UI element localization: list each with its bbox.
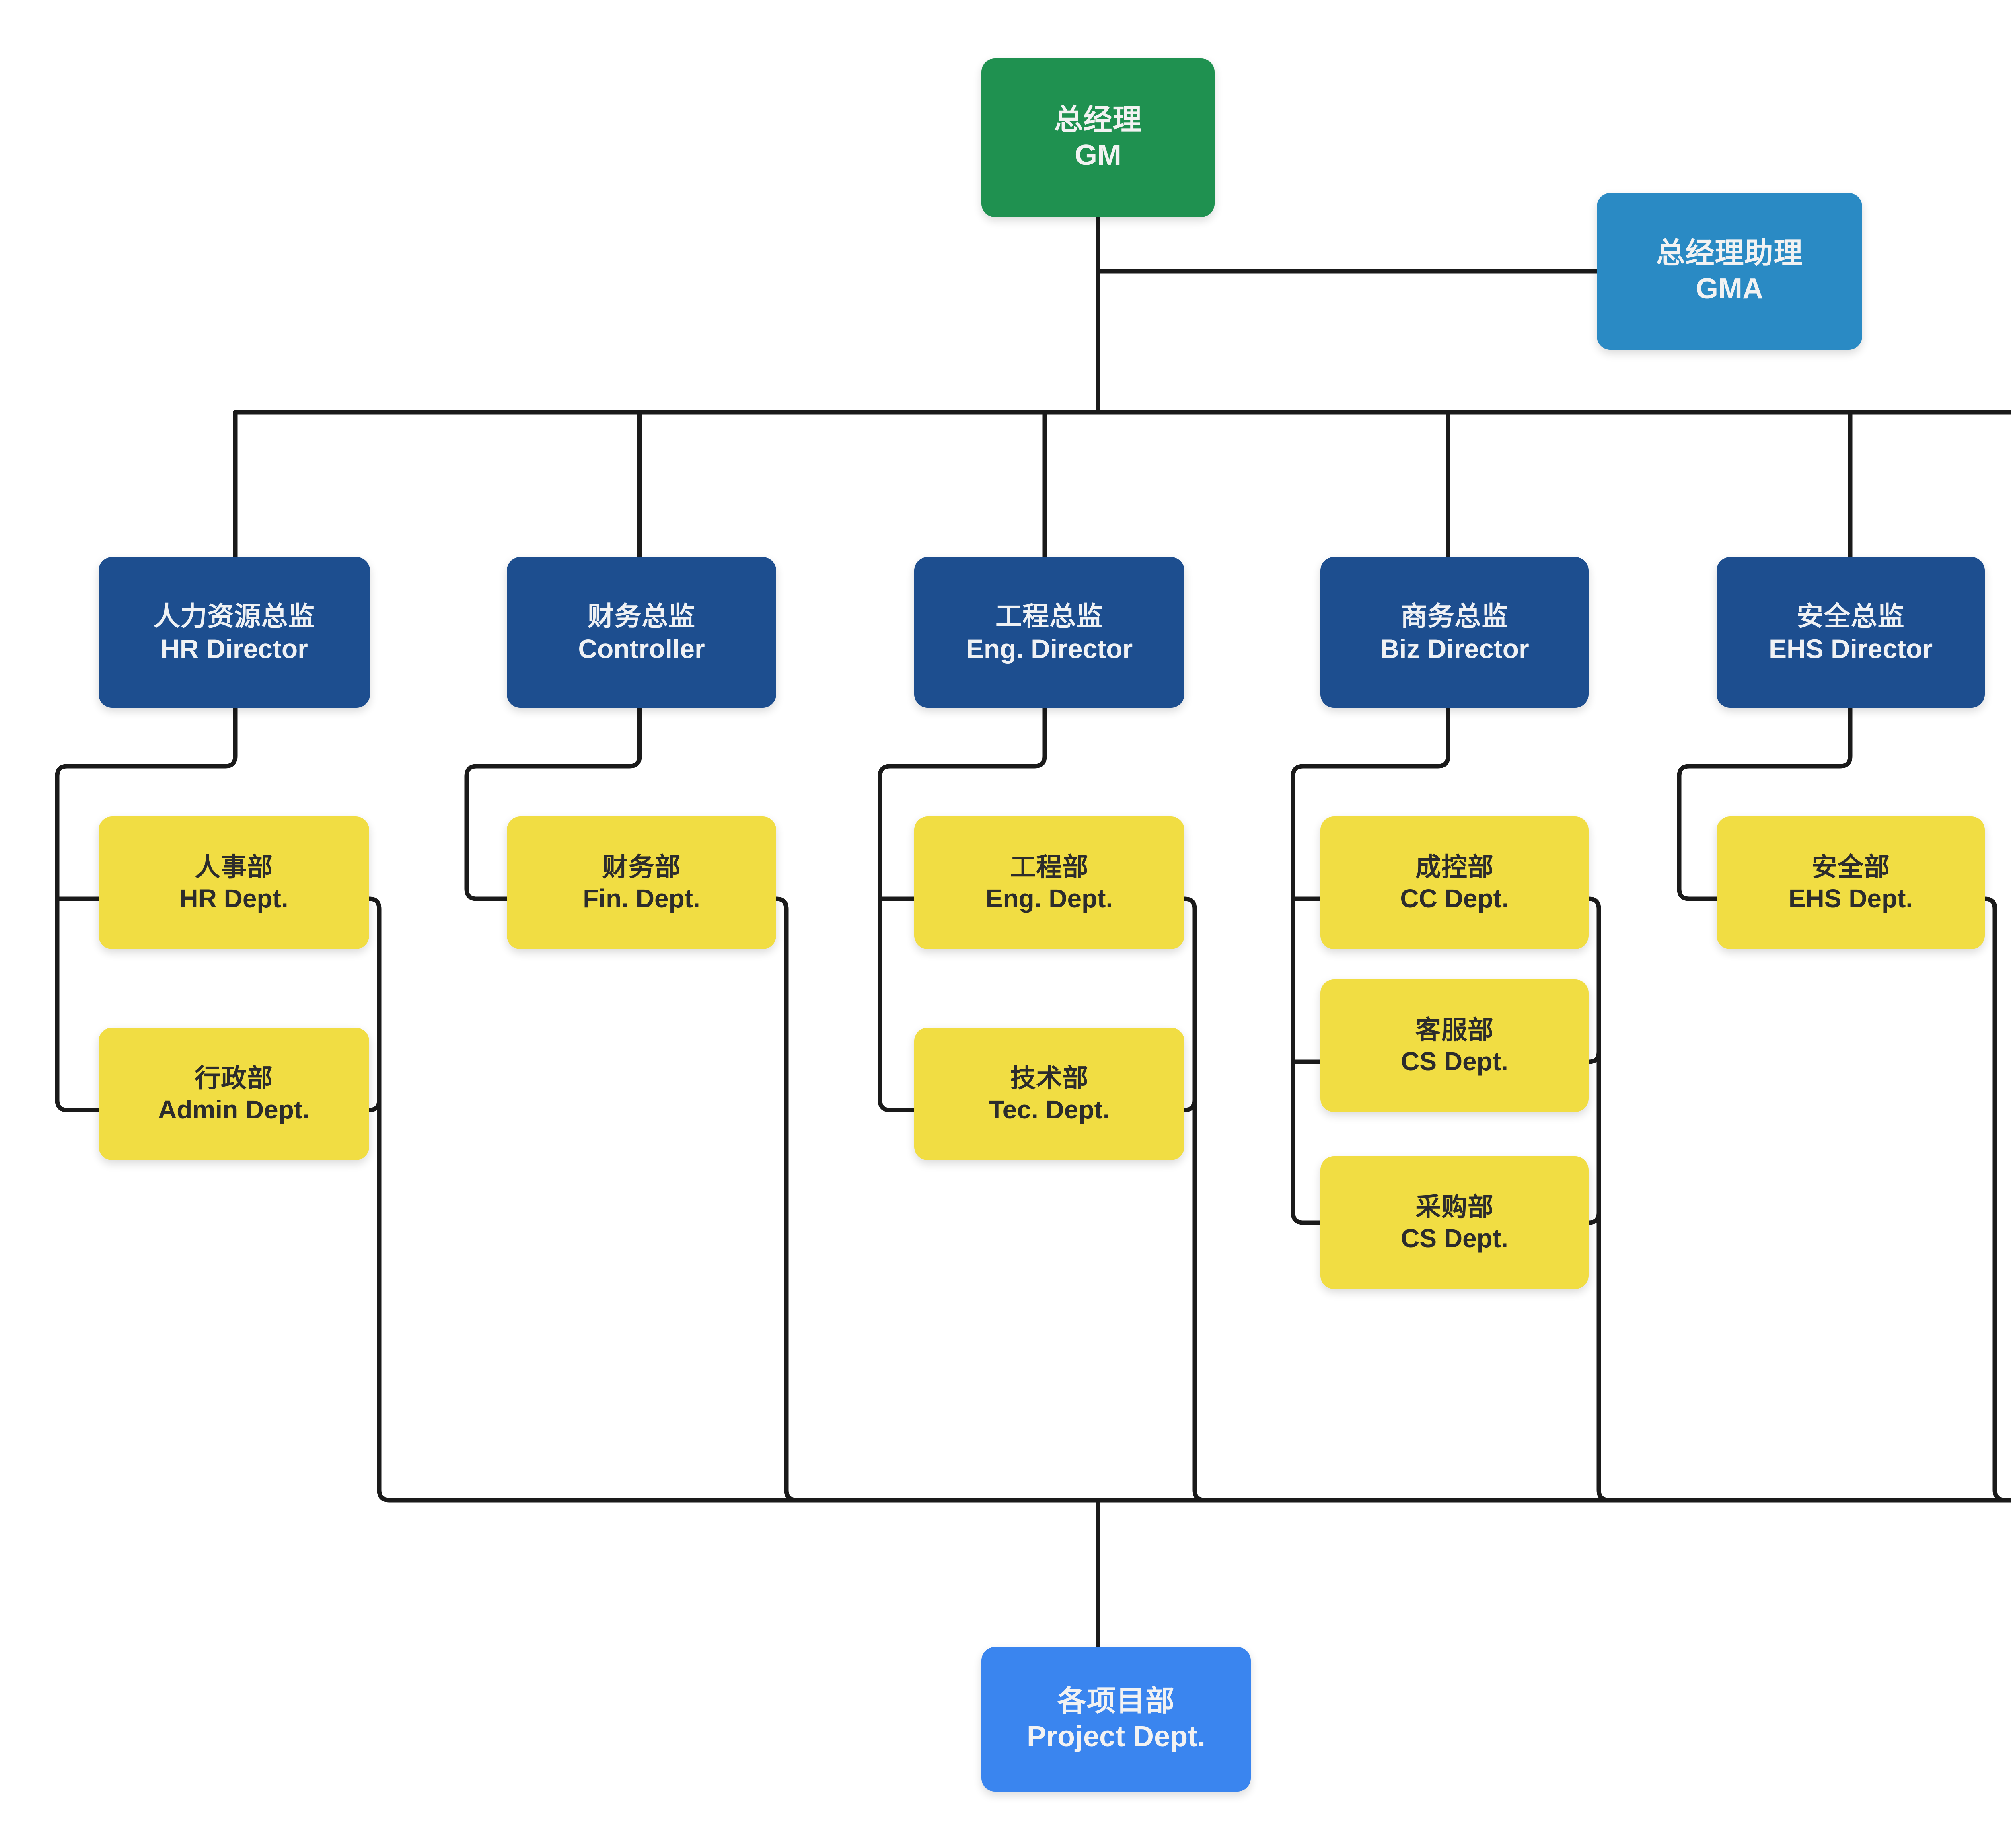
director-controller-label-en: Controller <box>578 633 705 664</box>
dept-admin-label-en: Admin Dept. <box>158 1095 310 1124</box>
node-dept-procurement[interactable]: 采购部 CS Dept. <box>1320 1156 1589 1289</box>
node-gm[interactable]: 总经理 GM <box>981 58 1215 217</box>
node-dept-eng[interactable]: 工程部 Eng. Dept. <box>914 816 1184 949</box>
director-biz-label-en: Biz Director <box>1380 633 1529 664</box>
connector-biz-left-spine <box>1291 705 1450 1225</box>
dept-procurement-label-cn: 采购部 <box>1415 1192 1494 1221</box>
director-biz-label-cn: 商务总监 <box>1400 601 1509 631</box>
dept-cost-control-label-en: CC Dept. <box>1400 884 1509 913</box>
connector-hr-left-spine <box>55 705 238 1112</box>
director-eng-label-cn: 工程总监 <box>995 601 1103 631</box>
director-controller-label-cn: 财务总监 <box>588 601 695 631</box>
connector-ehs-right-collector <box>1982 896 2011 1503</box>
node-dept-hr[interactable]: 人事部 HR Dept. <box>99 816 369 949</box>
dept-tech-label-en: Tec. Dept. <box>989 1095 1110 1124</box>
node-gma[interactable]: 总经理助理 GMA <box>1597 193 1862 350</box>
node-dept-ehs[interactable]: 安全部 EHS Dept. <box>1717 816 1985 949</box>
connector-eng-dept-2-out <box>1182 1098 1197 1112</box>
node-director-controller[interactable]: 财务总监 Controller <box>507 557 776 708</box>
director-hr-label-cn: 人力资源总监 <box>153 601 315 631</box>
node-gma-label-cn: 总经理助理 <box>1656 237 1803 270</box>
connector-fin-right-collector <box>774 896 815 1503</box>
director-ehs-label-cn: 安全总监 <box>1797 601 1905 631</box>
connector-biz-right-collector <box>1586 896 1627 1503</box>
dept-finance-label-cn: 财务部 <box>602 852 681 882</box>
dept-eng-label-en: Eng. Dept. <box>985 884 1113 913</box>
node-project-dept[interactable]: 各项目部 Project Dept. <box>981 1647 1251 1792</box>
node-gma-label-en: GMA <box>1696 273 1763 305</box>
node-gm-label-en: GM <box>1075 139 1121 171</box>
dept-customer-service-label-en: CS Dept. <box>1401 1047 1508 1076</box>
node-gm-label-cn: 总经理 <box>1054 103 1142 136</box>
dept-customer-service-label-cn: 客服部 <box>1415 1015 1494 1044</box>
dept-hr-label-cn: 人事部 <box>195 852 273 882</box>
director-eng-label-en: Eng. Director <box>966 633 1133 664</box>
dept-ehs-label-en: EHS Dept. <box>1788 884 1913 913</box>
director-ehs-label-en: EHS Director <box>1768 633 1933 664</box>
connector-hr-dept-2-out <box>367 1098 382 1112</box>
connector-biz-dept-2-out <box>1586 1049 1601 1064</box>
node-director-hr[interactable]: 人力资源总监 HR Director <box>99 557 370 708</box>
dept-ehs-label-cn: 安全部 <box>1812 852 1890 882</box>
dept-hr-label-en: HR Dept. <box>179 884 288 913</box>
node-director-biz[interactable]: 商务总监 Biz Director <box>1320 557 1589 708</box>
connector-fin-left-spine <box>464 705 642 901</box>
connector-eng-right-collector <box>1182 896 1223 1503</box>
connector-hr-right-collector <box>367 896 411 1503</box>
dept-tech-label-cn: 技术部 <box>1010 1063 1089 1093</box>
dept-cost-control-label-cn: 成控部 <box>1415 852 1494 882</box>
project-dept-label-cn: 各项目部 <box>1057 1685 1175 1718</box>
node-director-ehs[interactable]: 安全总监 EHS Director <box>1717 557 1985 708</box>
connector-eng-left-spine <box>878 705 1047 1112</box>
node-dept-cost-control[interactable]: 成控部 CC Dept. <box>1320 816 1589 949</box>
connector-biz-dept-3-out <box>1586 1210 1601 1225</box>
director-hr-label-en: HR Director <box>160 633 308 664</box>
dept-procurement-label-en: CS Dept. <box>1401 1224 1508 1253</box>
dept-finance-label-en: Fin. Dept. <box>583 884 700 913</box>
connector-ehs-left-spine <box>1677 705 1853 901</box>
node-dept-tech[interactable]: 技术部 Tec. Dept. <box>914 1028 1184 1160</box>
node-dept-finance[interactable]: 财务部 Fin. Dept. <box>507 816 776 949</box>
dept-admin-label-cn: 行政部 <box>195 1063 273 1093</box>
node-dept-customer-service[interactable]: 客服部 CS Dept. <box>1320 979 1589 1112</box>
project-dept-label-en: Project Dept. <box>1026 1721 1206 1753</box>
dept-eng-label-cn: 工程部 <box>1010 852 1089 882</box>
node-dept-admin[interactable]: 行政部 Admin Dept. <box>99 1028 369 1160</box>
node-director-eng[interactable]: 工程总监 Eng. Director <box>914 557 1184 708</box>
